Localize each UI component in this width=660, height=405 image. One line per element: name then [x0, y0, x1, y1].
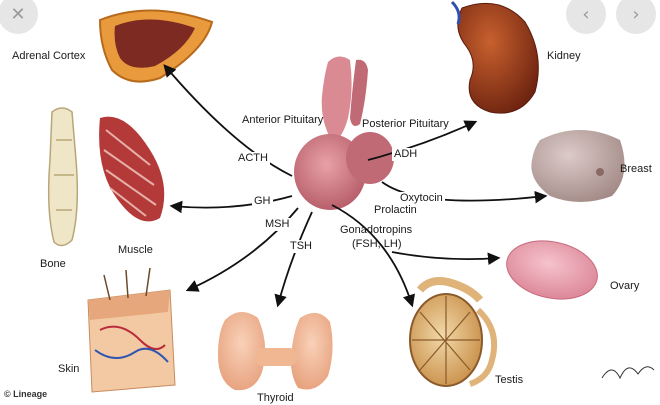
hormone-tsh-label: TSH — [288, 240, 314, 253]
testis-label: Testis — [495, 374, 524, 386]
skin-label: Skin — [58, 363, 80, 375]
kidney-label: Kidney — [547, 50, 581, 62]
pituitary-gland-illustration — [294, 56, 394, 210]
hormone-gh-label: GH — [252, 195, 273, 208]
hormone-gonadotropins-label: Gonadotropins — [340, 224, 413, 236]
arrow-gh — [169, 195, 293, 214]
breast-label: Breast — [620, 163, 652, 175]
chevron-left-icon[interactable]: ‹ — [566, 0, 606, 34]
arrow-adh — [367, 120, 478, 161]
bone-label: Bone — [40, 258, 66, 270]
anterior-pituitary-label: Anterior Pituitary — [242, 114, 324, 126]
artist-signature — [601, 366, 655, 380]
arrow-tsh — [274, 211, 313, 308]
ovary-illustration — [506, 240, 598, 300]
hormone-acth-label: ACTH — [236, 152, 270, 165]
thyroid-label: Thyroid — [257, 392, 294, 404]
ovary-label: Ovary — [610, 280, 640, 292]
arrow-ovary — [391, 251, 501, 266]
adrenal-cortex-illustration — [98, 9, 214, 83]
thyroid-illustration — [218, 311, 333, 391]
adrenal-cortex-label: Adrenal Cortex — [12, 50, 86, 62]
chevron-right-icon[interactable]: › — [616, 0, 656, 34]
hormone-adh-label: ADH — [392, 148, 420, 161]
arrow-gonadotropins — [331, 204, 415, 308]
bone-illustration — [47, 107, 79, 247]
skin-illustration — [87, 267, 176, 393]
testis-illustration — [409, 277, 498, 387]
hormone-oxytocin-label: Oxytocin — [398, 192, 445, 205]
kidney-illustration — [450, 0, 539, 114]
image-credit: © Lineage — [4, 389, 48, 399]
hormone-gonadotropins-sub-label: (FSH, LH) — [352, 238, 402, 250]
posterior-pituitary-label: Posterior Pituitary — [362, 118, 449, 130]
hormone-msh-label: MSH — [263, 218, 292, 231]
breast-illustration — [531, 130, 625, 202]
hormone-arrows — [163, 64, 548, 308]
muscle-label: Muscle — [118, 244, 153, 256]
close-icon[interactable]: ✕ — [0, 0, 38, 34]
muscle-illustration — [99, 116, 165, 222]
hormone-prolactin-label: Prolactin — [372, 204, 419, 217]
arrow-acth — [163, 64, 293, 177]
